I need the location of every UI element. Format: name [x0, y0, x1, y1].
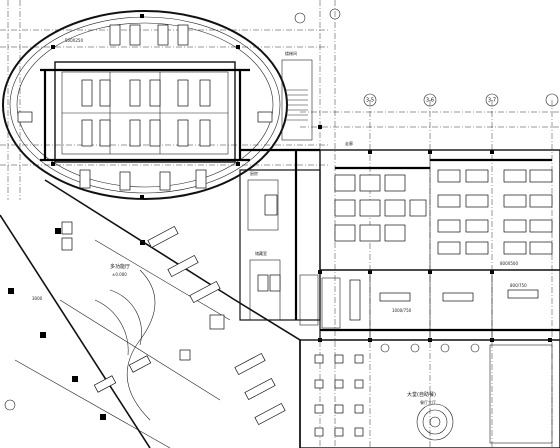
central-core	[239, 59, 321, 326]
right-mid-block: 1000/750 800/750	[319, 269, 560, 341]
stair-treads	[286, 89, 308, 121]
right-upper-block	[319, 149, 560, 271]
grid-label-3-5: 3-5	[366, 98, 374, 104]
dim-text-0: 3000	[32, 296, 43, 301]
room-label-lobby: 多功能厅	[110, 263, 130, 270]
room-label-room-dim: 800X500	[500, 261, 518, 266]
dining-tables	[314, 354, 364, 437]
dim-text-3: 800/750	[510, 283, 527, 288]
annotations: 500X250 厨房 楼梯间 走廊 储藏室 800X500	[65, 38, 518, 266]
room-label-kitchen: 厨房	[250, 170, 258, 176]
dining-pillars	[380, 343, 480, 353]
room-label-dining-sub: 餐厅大厅	[420, 399, 436, 405]
room-label-storage: 储藏室	[255, 250, 267, 256]
oval-hall	[2, 10, 288, 200]
curved-wing: 多功能厅 ±0.000 3000	[0, 179, 301, 448]
grid-label-3-6: 3-6	[426, 98, 434, 104]
dim-text-2: 500X250	[65, 38, 83, 43]
room-label-dining: 大堂(自助餐)	[407, 391, 436, 398]
grid-label-3-7: 3-7	[488, 98, 496, 104]
oval-hall-units	[17, 24, 273, 191]
grid-bubbles: 3-5 3-6 3-7	[4, 8, 559, 411]
level-mark: ±0.000	[112, 272, 127, 277]
dim-text-1: 1000/750	[392, 308, 412, 313]
room-label-corridor: 走廊	[345, 140, 353, 146]
room-label-stair: 楼梯间	[285, 50, 297, 56]
